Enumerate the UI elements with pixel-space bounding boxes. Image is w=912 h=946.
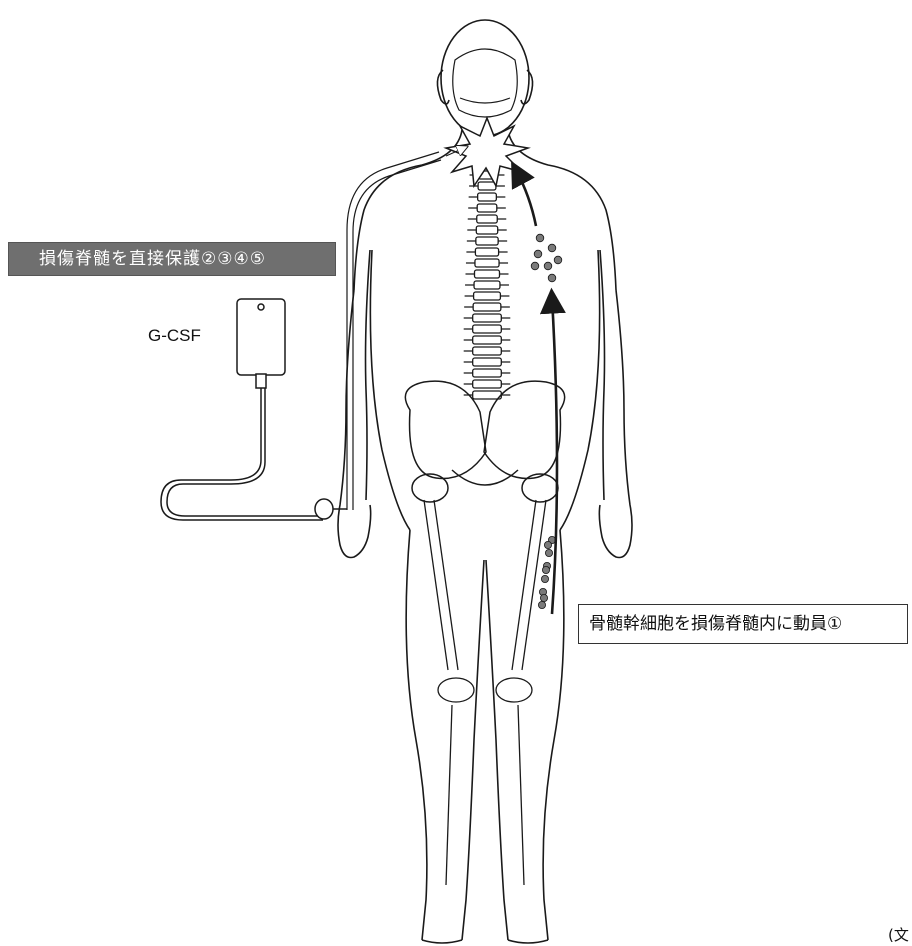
vertebra	[473, 314, 502, 322]
stem-cell	[540, 594, 547, 601]
stem-cell	[542, 566, 549, 573]
stem-cell	[534, 250, 542, 258]
vertebra	[473, 336, 502, 344]
stem-cell	[541, 575, 548, 582]
vertebra	[477, 204, 497, 212]
vertebra	[477, 215, 498, 223]
spine	[464, 160, 511, 399]
stem-cell	[548, 274, 556, 282]
vertebra	[473, 380, 502, 388]
vertebra	[474, 281, 500, 289]
stem-cell	[531, 262, 539, 270]
vertebra	[473, 347, 502, 355]
vertebra	[478, 193, 497, 201]
delivery-path	[347, 152, 441, 510]
drug-label: G-CSF	[148, 326, 201, 346]
stem-cell	[548, 244, 556, 252]
stem-cell	[536, 234, 544, 242]
skull	[453, 49, 518, 117]
stem-cells-cluster	[531, 234, 562, 282]
vertebra	[473, 358, 502, 366]
vertebra	[478, 182, 496, 190]
arrow-icon	[516, 170, 536, 226]
stem-cell	[544, 541, 551, 548]
vertebra	[475, 248, 498, 256]
mobilize-label: 骨髄幹細胞を損傷脊髄内に動員①	[578, 604, 908, 644]
stem-cell	[545, 549, 552, 556]
vertebra	[476, 237, 498, 245]
source-label: (文	[888, 924, 909, 945]
stem-cell	[554, 256, 562, 264]
stem-cell	[538, 601, 545, 608]
vertebra	[475, 259, 499, 267]
stem-cell	[544, 262, 552, 270]
femurs	[424, 500, 546, 885]
vertebra	[476, 226, 497, 234]
vertebra	[473, 391, 502, 399]
protect-label: 損傷脊髄を直接保護②③④⑤	[8, 242, 336, 276]
vertebra	[473, 325, 502, 333]
vertebra	[474, 292, 501, 300]
vertebra	[473, 369, 502, 377]
vertebra	[473, 303, 501, 311]
vertebra	[475, 270, 500, 278]
